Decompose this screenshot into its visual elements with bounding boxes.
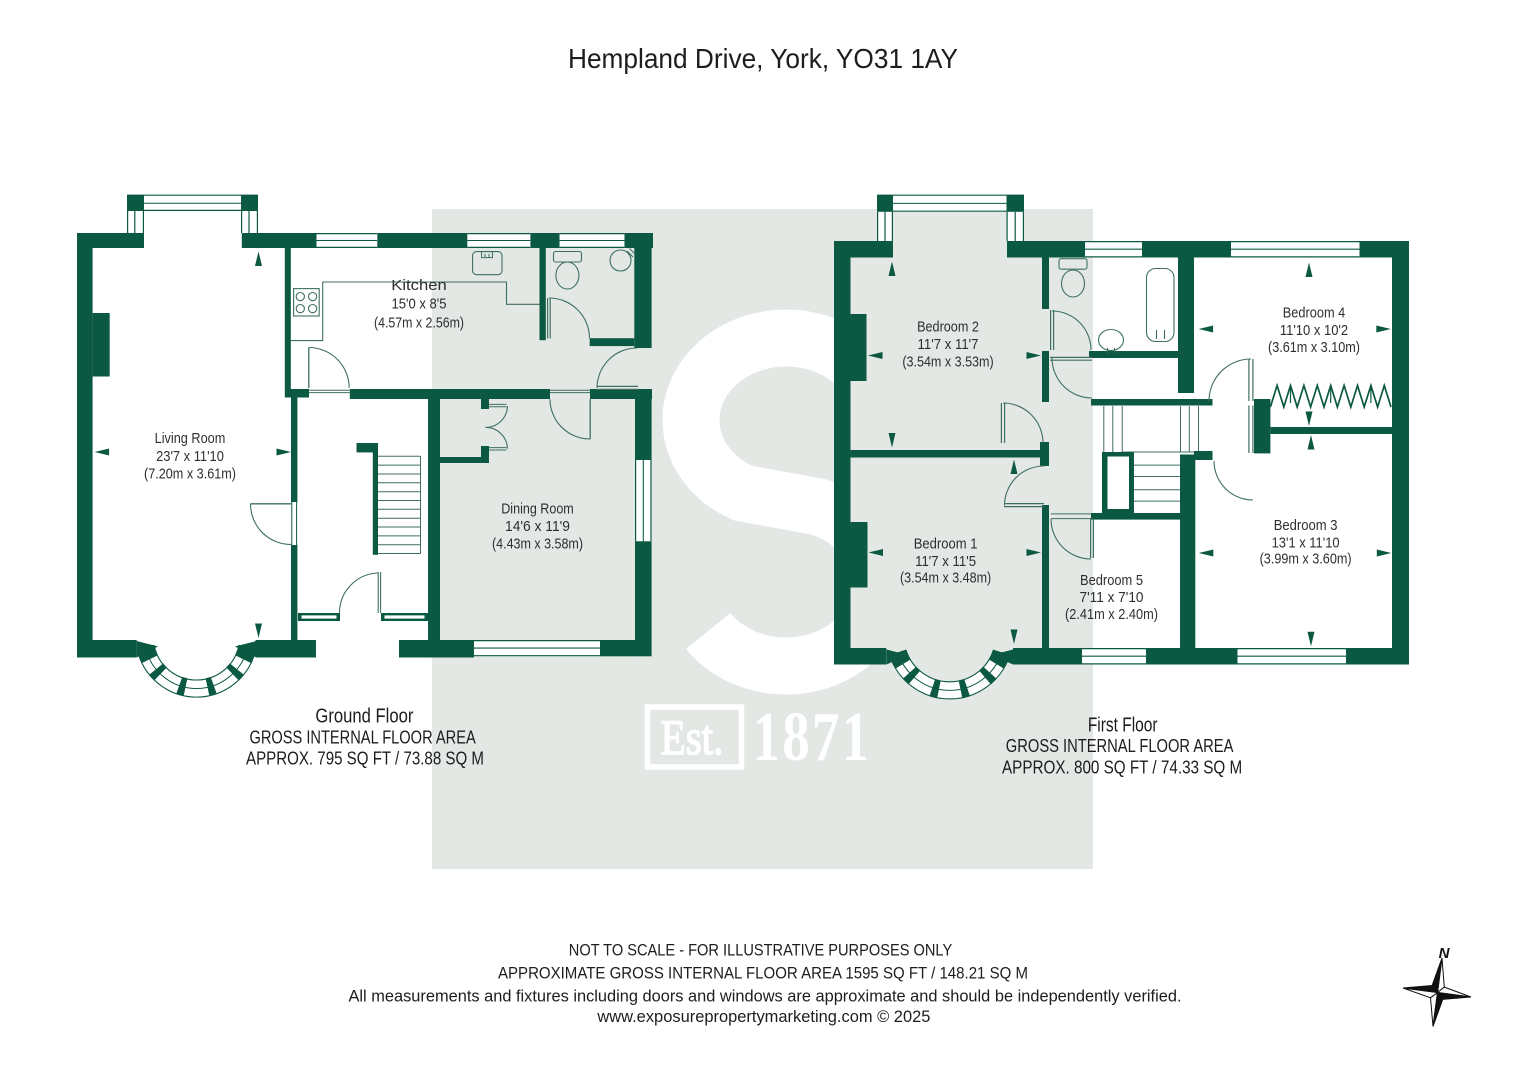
svg-text:Ground Floor: Ground Floor <box>315 705 413 727</box>
svg-text:APPROXIMATE GROSS INTERNAL FLO: APPROXIMATE GROSS INTERNAL FLOOR AREA 15… <box>498 963 1028 982</box>
svg-text:11'7 x 11'5: 11'7 x 11'5 <box>915 553 976 570</box>
svg-text:11'10 x 10'2: 11'10 x 10'2 <box>1280 322 1348 339</box>
svg-text:APPROX. 800 SQ FT / 74.33 SQ M: APPROX. 800 SQ FT / 74.33 SQ M <box>1002 757 1242 778</box>
svg-text:(3.54m x 3.53m): (3.54m x 3.53m) <box>902 354 993 371</box>
svg-text:15'0 x 8'5: 15'0 x 8'5 <box>392 296 447 313</box>
svg-text:23'7 x 11'10: 23'7 x 11'10 <box>156 448 224 465</box>
svg-text:Dining Room: Dining Room <box>501 501 574 518</box>
svg-text:13'1 x 11'10: 13'1 x 11'10 <box>1272 534 1340 551</box>
svg-text:Living Room: Living Room <box>155 430 226 447</box>
svg-text:Bedroom 5: Bedroom 5 <box>1080 572 1143 589</box>
svg-text:GROSS INTERNAL FLOOR AREA: GROSS INTERNAL FLOOR AREA <box>1006 735 1234 756</box>
svg-text:www.exposurepropertymarketing.: www.exposurepropertymarketing.com © 2025 <box>596 1007 930 1026</box>
svg-text:11'7 x 11'7: 11'7 x 11'7 <box>918 336 979 353</box>
svg-text:Hempland Drive, York, YO31 1AY: Hempland Drive, York, YO31 1AY <box>568 43 958 74</box>
svg-text:1871: 1871 <box>753 698 872 776</box>
svg-text:GROSS INTERNAL FLOOR AREA: GROSS INTERNAL FLOOR AREA <box>249 727 476 748</box>
svg-text:(4.43m x 3.58m): (4.43m x 3.58m) <box>492 536 583 553</box>
svg-text:14'6 x 11'9: 14'6 x 11'9 <box>505 518 570 535</box>
svg-text:Bedroom 1: Bedroom 1 <box>914 536 978 553</box>
svg-text:Bedroom 4: Bedroom 4 <box>1283 305 1346 322</box>
svg-text:(3.61m x 3.10m): (3.61m x 3.10m) <box>1268 339 1360 356</box>
svg-text:Est.: Est. <box>661 709 724 765</box>
svg-text:N: N <box>1439 945 1451 962</box>
svg-text:APPROX. 795 SQ FT / 73.88 SQ M: APPROX. 795 SQ FT / 73.88 SQ M <box>246 748 484 769</box>
svg-text:Bedroom 2: Bedroom 2 <box>917 319 979 336</box>
svg-text:First Floor: First Floor <box>1088 715 1158 737</box>
svg-text:Kitchen: Kitchen <box>391 277 447 294</box>
svg-text:(3.54m x 3.48m): (3.54m x 3.48m) <box>900 569 991 586</box>
svg-text:7'11 x 7'10: 7'11 x 7'10 <box>1080 589 1144 606</box>
svg-text:Bedroom 3: Bedroom 3 <box>1274 517 1338 534</box>
svg-text:(2.41m x 2.40m): (2.41m x 2.40m) <box>1065 606 1158 623</box>
svg-text:(4.57m x 2.56m): (4.57m x 2.56m) <box>374 315 464 332</box>
svg-text:(3.99m x 3.60m): (3.99m x 3.60m) <box>1260 551 1352 568</box>
svg-text:All measurements and fixtures: All measurements and fixtures including … <box>349 986 1182 1005</box>
svg-text:(7.20m x 3.61m): (7.20m x 3.61m) <box>144 465 236 482</box>
svg-text:NOT TO SCALE - FOR ILLUSTRATIV: NOT TO SCALE - FOR ILLUSTRATIVE PURPOSES… <box>569 941 952 960</box>
